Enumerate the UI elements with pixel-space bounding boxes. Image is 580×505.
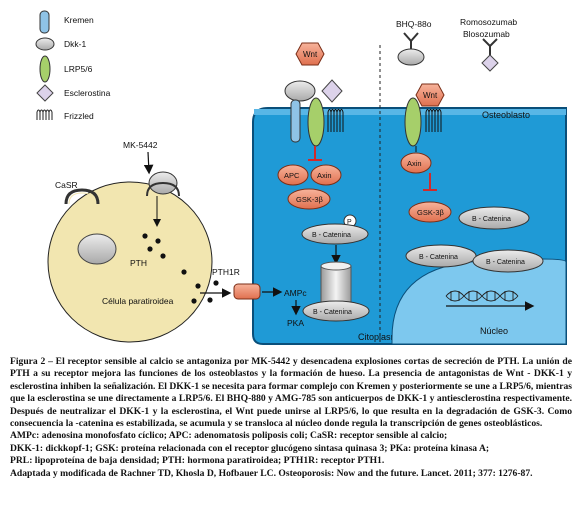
pth-label: PTH bbox=[130, 258, 147, 268]
gsk-right-label: GSK-3β bbox=[417, 208, 445, 217]
inhibit-right bbox=[423, 173, 437, 191]
dkk1-bound bbox=[397, 48, 425, 66]
pth1r-label: PTH1R bbox=[212, 267, 240, 277]
romosozumab-antibody bbox=[482, 38, 498, 55]
apc-label: APC bbox=[284, 171, 300, 180]
legend-kremen-label: Kremen bbox=[64, 15, 94, 25]
inhibit-left bbox=[308, 146, 322, 161]
legend-esclerostina-symbol bbox=[36, 84, 54, 102]
bcat-right-2-label: B - Catenina bbox=[419, 254, 458, 261]
lrp-right bbox=[404, 97, 422, 147]
paratiroid-nucleus bbox=[77, 233, 117, 265]
gsk-left-label: GSK-3β bbox=[296, 195, 324, 204]
legend-frizzled-label: Frizzled bbox=[64, 111, 94, 121]
bcat-degraded bbox=[302, 300, 370, 322]
pka-label: PKA bbox=[287, 318, 304, 328]
sclerostin-bound bbox=[481, 54, 499, 72]
caption-abbreviations-3: PRL: lipoproteína de baja densidad; PTH:… bbox=[10, 455, 385, 467]
bcat-right-3-label: B - Catenina bbox=[486, 259, 525, 266]
gsk-right bbox=[408, 201, 452, 223]
mk5442-arrow bbox=[143, 151, 154, 175]
caption-abbreviations-1: AMPc: adenosina monofosfato cíclico; APC… bbox=[10, 430, 448, 442]
legend-kremen-symbol bbox=[39, 10, 50, 34]
axin-right bbox=[400, 152, 432, 174]
legend-lrp-symbol bbox=[39, 55, 51, 83]
wnt-left-label: Wnt bbox=[303, 50, 318, 59]
bcat-phosphorylated-label: B - Catenina bbox=[312, 232, 351, 239]
apc-left bbox=[277, 164, 309, 186]
legend-frizzled-symbol bbox=[36, 109, 53, 120]
casr-receptor bbox=[64, 188, 100, 205]
bhq-label: BHQ-88o bbox=[396, 19, 432, 29]
bcat-right-3 bbox=[472, 249, 544, 273]
bcat-phosphorylated bbox=[301, 223, 369, 245]
legend: Kremen Dkk-1 LRP5/6 Esclerostina Frizzle… bbox=[35, 10, 111, 121]
caption-reference: Adaptada y modificada de Rachner TD, Kho… bbox=[10, 467, 533, 479]
sclerostin-molecule bbox=[321, 79, 343, 103]
ampc-label: AMPc bbox=[284, 288, 307, 298]
paratiroid-cell bbox=[47, 181, 213, 343]
wnt-left bbox=[295, 42, 325, 66]
frizzled-right bbox=[425, 109, 442, 132]
axin-right-label: Axin bbox=[407, 159, 422, 168]
diagram: Osteoblasto Citoplasma Núcleo Kremen Dkk… bbox=[35, 10, 567, 345]
bcat-degraded-label: B - Catenina bbox=[313, 309, 352, 316]
caption-main: Figura 2 – El receptor sensible al calci… bbox=[10, 356, 572, 430]
pth-dots bbox=[142, 233, 219, 304]
celula-label: Célula paratiroidea bbox=[102, 296, 174, 306]
bcat-right-1-label: B - Catenina bbox=[472, 216, 511, 223]
axin-left bbox=[310, 164, 342, 186]
frizzled-left bbox=[327, 109, 344, 132]
proteasome-body bbox=[320, 265, 352, 307]
wnt-right-label: Wnt bbox=[423, 91, 438, 100]
dna-helix bbox=[445, 290, 519, 302]
phosphate-label: P bbox=[347, 219, 352, 226]
nucleo-label: Núcleo bbox=[480, 326, 508, 336]
osteoblasto-label: Osteoblasto bbox=[482, 110, 530, 120]
lrp-left bbox=[307, 97, 325, 147]
bhq-antibody bbox=[403, 32, 419, 51]
romosozumab-label: Romosozumab bbox=[460, 17, 517, 27]
mk5442-label: MK-5442 bbox=[123, 140, 158, 150]
pth1r-receptor bbox=[233, 283, 261, 300]
casr-receptor-inner bbox=[68, 192, 96, 205]
gsk-left bbox=[287, 188, 331, 210]
mk5442-receptor bbox=[146, 181, 180, 197]
legend-lrp-label: LRP5/6 bbox=[64, 64, 93, 74]
wnt-right bbox=[415, 83, 445, 107]
caption-abbreviations-2: DKK-1: dickkopf-1; GSK: proteína relacio… bbox=[10, 442, 490, 454]
bcat-right-1 bbox=[458, 206, 530, 230]
proteasome-top bbox=[320, 261, 352, 271]
citoplasma-label: Citoplasma bbox=[358, 332, 403, 342]
casr-label: CaSR bbox=[55, 180, 78, 190]
legend-esclerostina-label: Esclerostina bbox=[64, 88, 111, 98]
axin-left-label: Axin bbox=[317, 171, 332, 180]
figure-caption: Figura 2 – El receptor sensible al calci… bbox=[10, 356, 572, 480]
kremen-receptor bbox=[290, 99, 301, 143]
dkk1-molecule bbox=[284, 80, 316, 102]
legend-dkk1-symbol bbox=[35, 37, 55, 51]
legend-dkk1-label: Dkk-1 bbox=[64, 39, 86, 49]
blosozumab-label: Blosozumab bbox=[463, 29, 510, 39]
